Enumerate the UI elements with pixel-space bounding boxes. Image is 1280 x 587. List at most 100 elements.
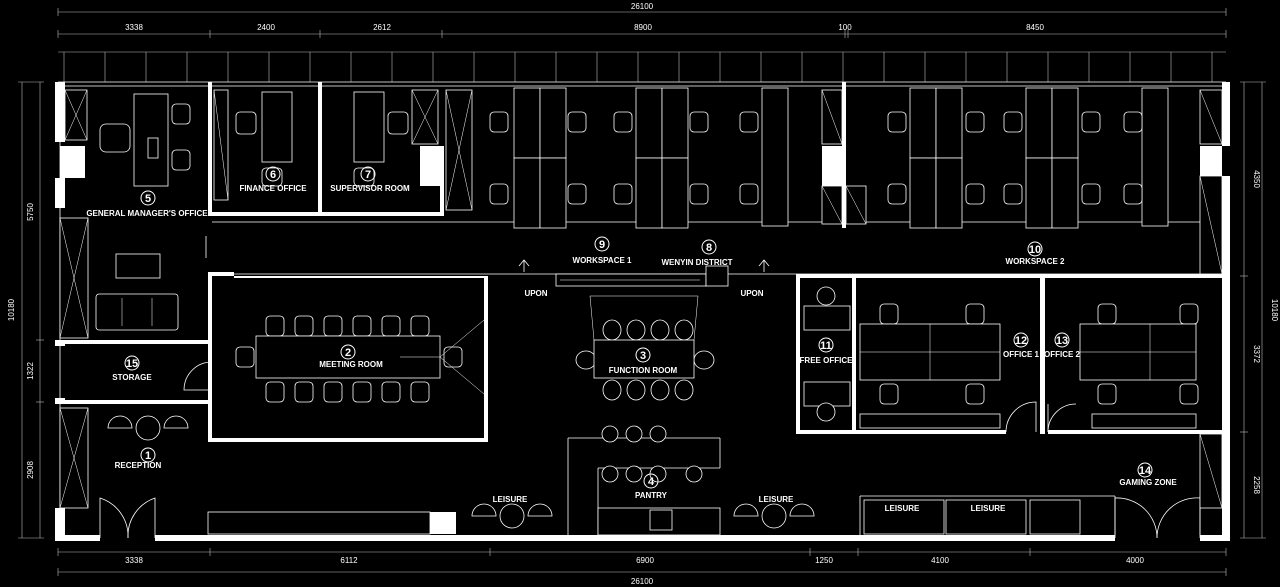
chair: [689, 183, 709, 205]
chair: [887, 111, 907, 133]
desk: [513, 87, 541, 159]
chair: [879, 303, 899, 325]
room-number: 4: [648, 476, 655, 488]
room-number-badge: [1013, 332, 1029, 348]
room-number-badge: [594, 236, 610, 252]
room-number: 15: [126, 358, 138, 370]
chair: [879, 383, 899, 405]
chair: [674, 319, 694, 341]
dim-bottom-5: 4100: [931, 556, 949, 565]
chair: [352, 315, 372, 337]
room-number: 6: [270, 169, 276, 181]
chair: [1179, 383, 1199, 405]
up-arrow-icon: [518, 259, 530, 272]
room-number-badge: [701, 239, 717, 255]
dim-left-2: 1322: [26, 362, 35, 380]
chair: [965, 183, 985, 205]
chair: [1097, 383, 1117, 405]
dim-top-total: 26100: [631, 2, 654, 11]
dim-top-2: 2400: [257, 23, 275, 32]
desk: [539, 157, 567, 229]
chair: [685, 465, 703, 483]
leisure-label-2: LEISURE: [759, 495, 794, 504]
desk: [1025, 87, 1053, 159]
chair: [965, 303, 985, 325]
chair: [294, 315, 314, 337]
room-name: FREE OFFICE: [800, 356, 854, 365]
chair: [625, 425, 643, 443]
dim-bottom-6: 4000: [1126, 556, 1144, 565]
desk: [661, 157, 689, 229]
chair: [1081, 111, 1101, 133]
doors: [99, 236, 1201, 539]
chair: [567, 111, 587, 133]
dim-bottom-4: 1250: [815, 556, 833, 565]
chair: [601, 465, 619, 483]
room-name: OFFICE 2: [1044, 350, 1081, 359]
dim-left-total: 10180: [7, 298, 16, 321]
room-name: WORKSPACE 1: [573, 256, 633, 265]
outer-walls: [55, 81, 1230, 541]
leisure-label-4: LEISURE: [971, 504, 1006, 513]
room-number: 5: [145, 193, 151, 205]
desk: [661, 87, 689, 159]
annotations: UPON UPON LEISURE LEISURE LEISURE LEISUR…: [493, 259, 1006, 513]
desk: [935, 157, 963, 229]
room-number: 8: [706, 242, 712, 254]
room-number-badge: [340, 344, 356, 360]
chair: [489, 183, 509, 205]
room-number: 7: [365, 169, 371, 181]
chair: [1081, 183, 1101, 205]
room-number-badge: [818, 337, 834, 353]
room-number-badge: [265, 166, 281, 182]
chair: [323, 315, 343, 337]
dim-top-4: 8900: [634, 23, 652, 32]
desk: [1051, 157, 1079, 229]
room-name: OFFICE 1: [1003, 350, 1040, 359]
desk: [513, 157, 541, 229]
room-name: SUPERVISOR ROOM: [330, 184, 410, 193]
room-name: GAMING ZONE: [1119, 478, 1177, 487]
desk: [1025, 157, 1053, 229]
chair: [1003, 183, 1023, 205]
chair: [410, 381, 430, 403]
dimension-lines: 26100 3338 2400 2612 8900 100 8450 3338 …: [7, 2, 1279, 586]
dim-right-2: 3372: [1252, 345, 1261, 363]
dim-bottom-1: 3338: [125, 556, 143, 565]
room-name: FINANCE OFFICE: [239, 184, 307, 193]
dim-bottom-total: 26100: [631, 577, 654, 586]
chair: [674, 379, 694, 401]
desk: [761, 87, 789, 227]
room-number: 10: [1029, 244, 1041, 256]
chair: [265, 381, 285, 403]
leisure-label-1: LEISURE: [493, 495, 528, 504]
chair: [1179, 303, 1199, 325]
room-name: MEETING ROOM: [319, 360, 383, 369]
chair: [1097, 303, 1117, 325]
chair: [1123, 111, 1143, 133]
chair: [294, 381, 314, 403]
room-number-badge: [1137, 462, 1153, 478]
desk: [635, 87, 663, 159]
chair: [887, 183, 907, 205]
room-number-badge: [124, 355, 140, 371]
chair: [567, 183, 587, 205]
room-number-badge: [635, 347, 651, 363]
upon-label-left: UPON: [524, 289, 547, 298]
dim-right-3: 2258: [1252, 476, 1261, 494]
dim-top-6: 8450: [1026, 23, 1044, 32]
chair: [602, 319, 622, 341]
room-number: 13: [1056, 335, 1068, 347]
chair: [381, 381, 401, 403]
desk: [909, 157, 937, 229]
chair: [613, 111, 633, 133]
room-number: 3: [640, 350, 646, 362]
room-number-badge: [1027, 241, 1043, 257]
room-name: GENERAL MANAGER'S OFFICE: [86, 209, 208, 218]
desk: [909, 87, 937, 159]
desk: [1141, 87, 1169, 227]
room-number-badge: [1054, 332, 1070, 348]
room-number: 14: [1139, 465, 1152, 477]
